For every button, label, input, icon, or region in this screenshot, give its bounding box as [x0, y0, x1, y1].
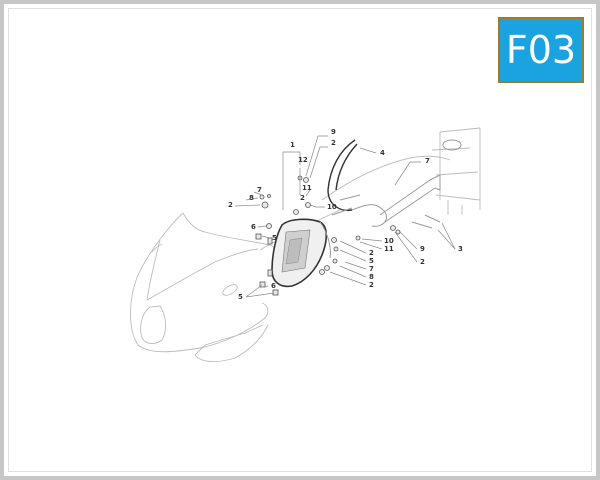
callout-12: 12: [298, 156, 308, 164]
callout-11: 11: [302, 184, 312, 192]
callout-labels: 1 12 9 2 4 7 7 8 2 11 2 10 6 5 2 5 7 8 2…: [228, 128, 463, 301]
leader-lines: [234, 135, 456, 298]
callout-7: 7: [369, 265, 374, 273]
hardware-parts: [255, 175, 441, 296]
callout-2: 2: [369, 249, 374, 257]
callout-5: 5: [369, 257, 374, 265]
callout-4: 4: [380, 149, 385, 157]
upper-frame-outline: [321, 127, 481, 215]
headlight-assembly: [271, 218, 331, 288]
callout-5: 5: [238, 293, 243, 301]
callout-2: 2: [369, 281, 374, 289]
callout-7: 7: [257, 186, 262, 194]
headlight-support-bracket: [327, 139, 441, 227]
callout-6: 6: [271, 282, 276, 290]
callout-2: 2: [420, 258, 425, 266]
callout-2: 2: [331, 139, 336, 147]
callout-7: 7: [425, 157, 430, 165]
callout-2: 2: [228, 201, 233, 209]
callout-5: 5: [272, 234, 277, 242]
callout-1: 1: [290, 141, 295, 149]
callout-9: 9: [331, 128, 336, 136]
callout-10: 10: [384, 237, 394, 245]
section-code-badge: F03: [498, 17, 584, 83]
callout-8: 8: [369, 273, 374, 281]
callout-3: 3: [458, 245, 463, 253]
callout-9: 9: [420, 245, 425, 253]
callout-8: 8: [249, 194, 254, 202]
diagram-frame-inner: [8, 8, 592, 472]
callout-2: 2: [300, 194, 305, 202]
callout-11: 11: [384, 245, 394, 253]
callout-6: 6: [251, 223, 256, 231]
callout-10: 10: [327, 203, 337, 211]
